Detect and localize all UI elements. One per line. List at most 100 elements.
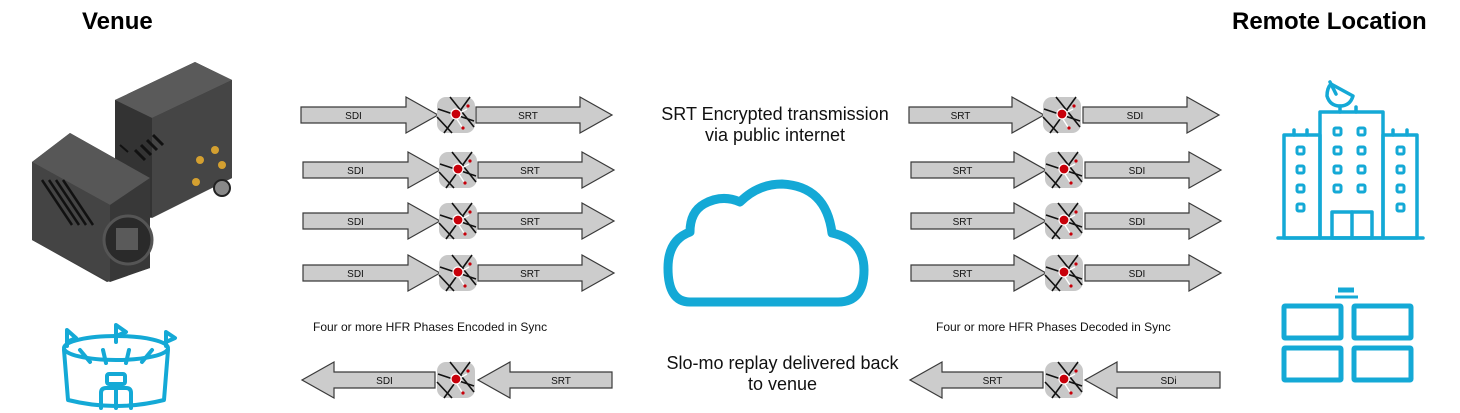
- arrow-shape: [1084, 201, 1223, 241]
- arrow-shape: [1084, 253, 1223, 293]
- arrow-label: SRT: [520, 166, 540, 177]
- venue-heading: Venue: [82, 8, 153, 35]
- encoder-output-arrow: SRT: [475, 95, 614, 135]
- encoded-caption: Four or more HFR Phases Encoded in Sync: [313, 320, 548, 334]
- arrow-shape: [910, 253, 1048, 293]
- encoder-node-icon: [438, 254, 478, 292]
- return-remote-output-arrow: SRT: [908, 360, 1044, 400]
- encoder-input-arrow: SDI: [302, 253, 442, 293]
- encoder-input-arrow: SDI: [302, 150, 442, 190]
- decoder-input-arrow: SRT: [910, 253, 1048, 293]
- return-venue-node-icon: [436, 361, 476, 399]
- return-venue-output-arrow: SDI: [300, 360, 436, 400]
- encoder-node-icon: [438, 151, 478, 189]
- arrow-shape: [908, 360, 1044, 400]
- cloud-caption: SRT Encrypted transmission via public in…: [640, 104, 910, 146]
- arrow-shape: [1082, 95, 1221, 135]
- window: [1395, 145, 1406, 156]
- window: [1356, 183, 1367, 194]
- building-icon: [1276, 80, 1425, 240]
- return-caption-line1: Slo-mo replay delivered back: [666, 353, 899, 373]
- encoder-node-icon: [436, 96, 476, 134]
- decoder-node-icon: [1044, 202, 1084, 240]
- window: [1356, 126, 1367, 137]
- arrow-label: SDI: [347, 166, 364, 177]
- window: [1395, 202, 1406, 213]
- return-caption-line2: to venue: [747, 374, 818, 394]
- arrow-shape: [1083, 360, 1221, 400]
- arrow-label: SRT: [953, 217, 973, 228]
- decoder-output-arrow: SDI: [1084, 201, 1223, 241]
- arrow-shape: [1084, 150, 1223, 190]
- encoder-output-arrow: SRT: [477, 201, 616, 241]
- decoder-output-arrow: SDI: [1084, 150, 1223, 190]
- arrow-shape: [910, 201, 1048, 241]
- window: [1332, 126, 1343, 137]
- arrow-shape: [476, 360, 613, 400]
- arrow-label: SRT: [520, 217, 540, 228]
- arrow-label: SDI: [1129, 217, 1146, 228]
- arrow-shape: [302, 201, 442, 241]
- encoder-output-arrow: SRT: [477, 253, 616, 293]
- decoder-node-icon: [1044, 254, 1084, 292]
- arrow-shape: [910, 150, 1048, 190]
- decoder-node-icon: [1044, 151, 1084, 189]
- arrow-label: SDI: [1129, 166, 1146, 177]
- arrow-label: SDI: [1127, 111, 1144, 122]
- stadium-icon: [62, 323, 177, 410]
- arrow-shape: [908, 95, 1046, 135]
- arrow-label: SRT: [518, 111, 538, 122]
- arrow-shape: [475, 95, 614, 135]
- building-windows: [1295, 126, 1406, 213]
- decoder-input-arrow: SRT: [908, 95, 1046, 135]
- arrow-shape: [302, 253, 442, 293]
- decoded-caption: Four or more HFR Phases Decoded in Sync: [936, 320, 1171, 334]
- encoder-node-icon: [438, 202, 478, 240]
- decoder-node-icon: [1042, 96, 1082, 134]
- decoder-input-arrow: SRT: [910, 201, 1048, 241]
- encoder-input-arrow: SDI: [300, 95, 440, 135]
- decoder-output-arrow: SDI: [1082, 95, 1221, 135]
- cloud-caption-line1: SRT Encrypted transmission: [661, 104, 889, 124]
- arrow-shape: [477, 201, 616, 241]
- decoder-input-arrow: SRT: [910, 150, 1048, 190]
- window: [1295, 183, 1306, 194]
- arrow-label: SDI: [1129, 269, 1146, 280]
- video-wall-icon: [1281, 287, 1414, 383]
- decoder-output-arrow: SDI: [1084, 253, 1223, 293]
- window: [1395, 164, 1406, 175]
- encoder-input-arrow: SDI: [302, 201, 442, 241]
- window: [1332, 183, 1343, 194]
- window: [1395, 183, 1406, 194]
- window: [1356, 164, 1367, 175]
- return-remote-node-icon: [1044, 361, 1084, 399]
- arrow-label: SRT: [953, 269, 973, 280]
- window: [1332, 164, 1343, 175]
- cloud-caption-line2: via public internet: [704, 125, 846, 145]
- cloud-icon: [663, 179, 869, 307]
- arrow-label: SDI: [347, 217, 364, 228]
- arrow-shape: [300, 95, 440, 135]
- window: [1356, 145, 1367, 156]
- arrow-label: SDI: [376, 376, 393, 387]
- return-caption: Slo-mo replay delivered back to venue: [650, 353, 915, 395]
- remote-location-heading: Remote Location: [1232, 8, 1427, 35]
- arrow-label: SRT: [551, 376, 571, 387]
- arrow-label: SDI: [345, 111, 362, 122]
- arrow-label: SDI: [347, 269, 364, 280]
- window: [1295, 164, 1306, 175]
- window: [1295, 202, 1306, 213]
- arrow-label: SRT: [951, 111, 971, 122]
- arrow-shape: [477, 253, 616, 293]
- window: [1332, 145, 1343, 156]
- arrow-label: SRT: [953, 166, 973, 177]
- window: [1295, 145, 1306, 156]
- encoder-output-arrow: SRT: [477, 150, 616, 190]
- arrow-shape: [302, 150, 442, 190]
- arrow-label: SRT: [520, 269, 540, 280]
- camera-icon: [32, 62, 232, 282]
- arrow-shape: [300, 360, 436, 400]
- arrow-shape: [477, 150, 616, 190]
- return-remote-input-arrow: SDi: [1083, 360, 1221, 400]
